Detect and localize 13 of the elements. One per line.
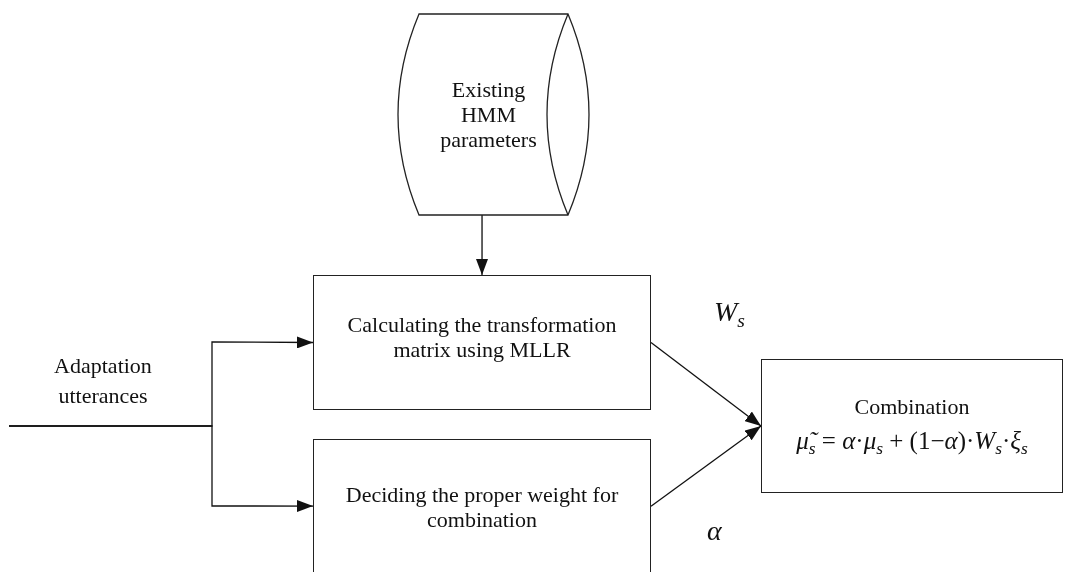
arrow xyxy=(650,341,762,427)
box-label: Existing HMM parameters xyxy=(439,76,538,153)
process-box xyxy=(313,275,651,410)
formula: μ̃$_{s}$ = α·μ$_{s}$ + (1−α)·W$_{s}$·ξ$_{s}$ xyxy=(796,426,1028,459)
arrow xyxy=(8,425,314,513)
process-box xyxy=(761,359,1063,493)
arrow xyxy=(650,425,762,507)
box-label: Calculating the transformation matrix using MLLR xyxy=(346,312,618,363)
box-label: Combination xyxy=(854,393,970,419)
box-label: Deciding the proper weight for combination xyxy=(344,482,620,533)
arrow xyxy=(476,214,488,276)
input-label: Adaptation utterances xyxy=(53,352,153,410)
process-box xyxy=(313,439,651,572)
